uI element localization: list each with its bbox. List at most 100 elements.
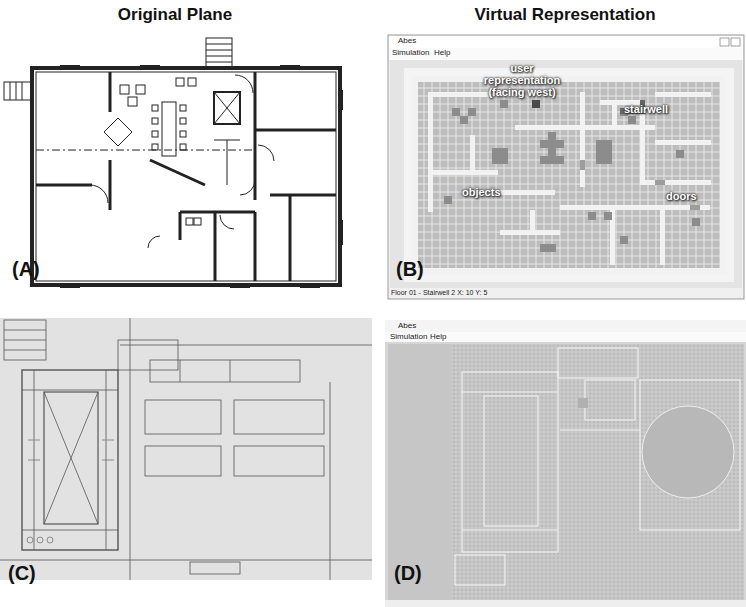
floor-plan-a-part-part bbox=[300, 286, 320, 288]
floor-plan-a-part-part bbox=[152, 105, 158, 111]
floor-plan-a-part bbox=[36, 72, 336, 281]
simulator-window-b-part-part bbox=[612, 100, 617, 125]
floor-plan-a-part-part bbox=[230, 286, 250, 288]
floor-plan-a-part-part bbox=[140, 65, 160, 67]
floor-plan-a-part-part bbox=[280, 65, 300, 67]
simulator-window-b-part-part bbox=[655, 92, 711, 97]
simulator-window-b-part bbox=[580, 160, 700, 210]
floor-plan-a-part-part bbox=[341, 90, 343, 110]
simulator-window-b-part bbox=[404, 68, 734, 282]
annotation: user representation (facing west) bbox=[472, 62, 572, 98]
simulator-window-b-part-part bbox=[580, 160, 585, 170]
simulator-window-b-part bbox=[412, 76, 726, 274]
floor-plan-c-part bbox=[150, 360, 300, 382]
floor-plan-a-part-part bbox=[227, 140, 228, 185]
column-heading: Virtual Representation bbox=[474, 6, 655, 25]
floor-plan-a-part-part bbox=[235, 75, 253, 93]
simulator-window-b-part-part bbox=[556, 140, 564, 148]
floor-plan-a-part-part bbox=[60, 65, 80, 67]
floor-plan-a-part-part bbox=[188, 78, 196, 86]
simulator-window-b-part bbox=[731, 38, 740, 46]
floor-plan-a-part-part bbox=[104, 118, 132, 146]
simulator-window-b-part-part bbox=[692, 218, 700, 226]
floor-plan-c-part bbox=[234, 400, 324, 434]
floor-plan-a-part-part bbox=[152, 144, 158, 150]
floor-plan-a-part bbox=[104, 78, 240, 225]
floor-plan-a-part-part bbox=[289, 195, 292, 281]
floor-plan-a-part-part bbox=[186, 218, 193, 225]
simulator-window-d-part bbox=[385, 320, 746, 607]
simulator-window-b-part-part bbox=[540, 244, 556, 252]
simulator-window-b-part-part bbox=[640, 180, 711, 185]
simulator-window-b-part bbox=[389, 48, 743, 60]
floor-plan-a-part-part bbox=[206, 38, 232, 68]
window-title: Abes bbox=[398, 322, 416, 331]
simulator-window-d-part-part bbox=[640, 380, 740, 530]
annotation: doors bbox=[666, 190, 697, 202]
floor-plan-c-part bbox=[4, 350, 46, 351]
simulator-window-b-part-part bbox=[530, 210, 535, 235]
simulator-window-d-part bbox=[385, 600, 746, 607]
floor-plan-c-part bbox=[0, 318, 372, 580]
simulator-window-d-part bbox=[642, 406, 734, 498]
simulator-window-b-part-part bbox=[596, 140, 612, 164]
floor-plan-a-part-part bbox=[152, 118, 158, 124]
menu-item: Help bbox=[434, 49, 450, 58]
floor-plan-c-part bbox=[145, 400, 221, 434]
simulator-window-b-part-part bbox=[690, 205, 700, 210]
panel-letter: (A) bbox=[12, 258, 40, 280]
simulator-window-d bbox=[385, 320, 746, 607]
floor-plan-a-part-part bbox=[194, 218, 201, 225]
simulator-window-b-part-part bbox=[412, 76, 726, 82]
floor-plan-a-part-part bbox=[180, 211, 255, 214]
simulator-window-b-part-part bbox=[540, 140, 548, 148]
panel-letter: (D) bbox=[394, 562, 422, 584]
floor-plan-a-part bbox=[36, 150, 255, 151]
simulator-window-b bbox=[388, 35, 744, 299]
simulator-window-d-part bbox=[452, 344, 744, 600]
floor-plan-a-part bbox=[60, 66, 342, 287]
annotation: objects bbox=[462, 186, 501, 198]
simulator-window-d-part-part bbox=[558, 348, 638, 378]
floor-plan-a-part-part bbox=[136, 85, 145, 94]
simulator-window-b-part-part bbox=[588, 212, 596, 220]
floor-plan-c-part bbox=[44, 392, 98, 524]
floor-plan-a-part-part bbox=[148, 236, 160, 248]
floor-plan-c-part bbox=[44, 392, 98, 524]
simulator-window-b-part-part bbox=[412, 76, 418, 274]
floor-plan-a-part-part bbox=[206, 56, 232, 57]
floor-plan-c-part bbox=[0, 560, 372, 561]
simulator-window-b-part-part bbox=[628, 116, 636, 124]
simulator-window-b-part bbox=[720, 38, 729, 46]
simulator-window-b-part-part bbox=[655, 180, 665, 185]
simulator-window-b-part-part bbox=[532, 100, 540, 108]
floor-plan-a-part-part bbox=[176, 78, 184, 86]
floor-plan-a-part-part bbox=[60, 286, 80, 288]
simulator-window-b-part-part bbox=[428, 170, 498, 175]
simulator-window-b-part-part bbox=[500, 100, 508, 108]
simulator-window-b-part-part bbox=[556, 156, 564, 164]
floor-plan-c-part bbox=[330, 382, 331, 580]
floor-plan-a-part-part bbox=[270, 194, 336, 197]
simulator-window-d-part-part bbox=[560, 429, 640, 430]
simulator-window-d-part-part bbox=[462, 391, 558, 392]
simulator-window-b-part-part bbox=[470, 135, 475, 175]
floor-plan-a-part bbox=[90, 75, 274, 248]
simulator-window-d-part-part bbox=[484, 396, 538, 526]
floor-plan-a-part-part bbox=[214, 92, 240, 124]
simulator-window-b-part-part bbox=[412, 268, 726, 274]
simulator-window-b-part bbox=[388, 35, 744, 299]
floor-plan-c-part-part bbox=[28, 440, 40, 441]
floor-plan-c-part bbox=[44, 392, 98, 524]
simulator-window-b-part bbox=[389, 288, 743, 298]
floor-plan-c-part-part bbox=[102, 440, 114, 441]
floor-plan-a-part bbox=[0, 34, 362, 304]
floor-plan-a-part-part bbox=[180, 131, 186, 137]
simulator-window-b-part-part bbox=[580, 92, 585, 187]
simulator-window-d-part-part bbox=[462, 529, 558, 530]
panel-letter: (C) bbox=[8, 562, 36, 584]
simulator-window-b-part bbox=[389, 36, 743, 48]
simulator-window-b-part-part bbox=[620, 236, 628, 244]
floor-plan-c-part bbox=[130, 318, 131, 580]
